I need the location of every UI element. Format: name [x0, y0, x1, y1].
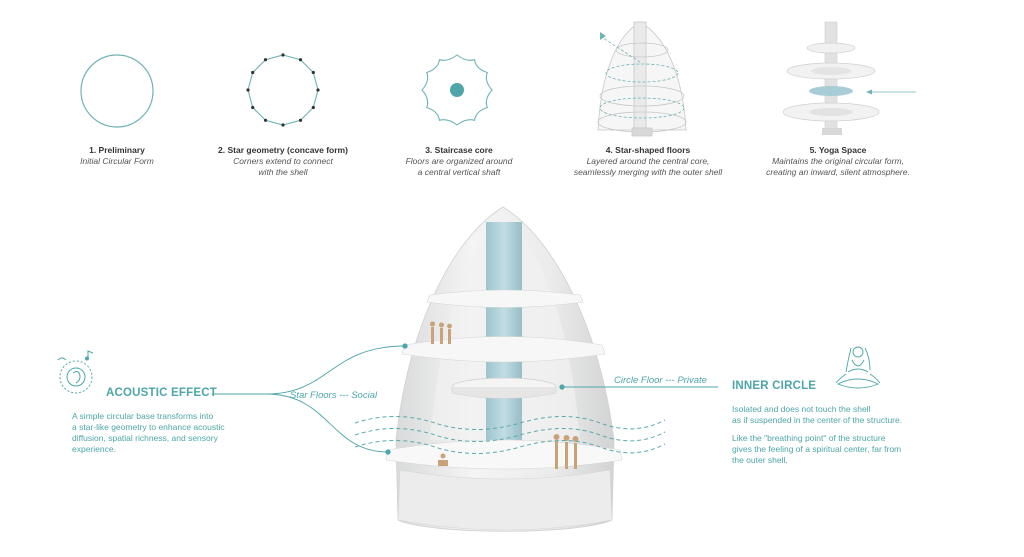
step-5-title: 5. Yoga Space: [809, 145, 867, 155]
ear-sound-icon: [57, 350, 94, 394]
step4-star-floors: [597, 21, 687, 137]
star-floor-upper: [401, 336, 606, 363]
inner-circle-title: INNER CIRCLE: [732, 380, 817, 392]
leader-lines: [212, 343, 718, 455]
step-4-desc-line-2: seamlessly merging with the outer shell: [573, 167, 723, 177]
acoustic-text-line-1: A simple circular base transforms into: [72, 411, 214, 421]
acoustic-text-line-4: experience.: [72, 444, 116, 454]
step-2-desc-line-2: with the shell: [258, 167, 308, 177]
step-4-title: 4. Star-shaped floors: [605, 145, 691, 155]
step3-star-core: [421, 54, 493, 126]
acoustic-text-line-3: diffusion, spatial richness, and sensory: [72, 433, 218, 443]
inner-circle-text-1: Isolated and does not touch the shell as…: [732, 404, 932, 426]
acoustic-text-line-2: a star-like geometry to enhance acoustic: [72, 422, 225, 432]
inner-text1-line-2: as if suspended in the center of the str…: [732, 415, 903, 425]
figures-lower: [438, 434, 579, 469]
step-4-desc-line-1: Layered around the central core,: [586, 156, 710, 166]
step-1-caption: 1. Preliminary Initial Circular Form: [57, 145, 177, 167]
step-3-desc-line-2: a central vertical shaft: [417, 167, 501, 177]
step-3-caption: 3. Staircase core Floors are organized a…: [384, 145, 534, 178]
star-floors-label: Star Floors --- Social: [290, 390, 378, 401]
step-5-desc-line-2: creating an inward, silent atmosphere.: [766, 167, 910, 177]
acoustic-effect-text: A simple circular base transforms into a…: [72, 411, 272, 455]
step-2-caption: 2. Star geometry (concave form) Corners …: [203, 145, 363, 178]
step-2-desc-line-1: Corners extend to connect: [233, 156, 333, 166]
step-3-desc-line-1: Floors are organized around: [405, 156, 513, 166]
step1-circle: [80, 54, 154, 128]
inner-text2-line-1: Like the "breathing point" of the struct…: [732, 433, 886, 443]
circle-floor-label: Circle Floor --- Private: [614, 375, 707, 386]
top-floor: [426, 289, 584, 308]
inner-text2-line-3: the outer shell.: [732, 455, 788, 465]
step-5-desc-line-1: Maintains the original circular form,: [772, 156, 904, 166]
inner-text2-line-2: gives the feeling of a spiritual center,…: [732, 444, 902, 454]
inner-text1-line-1: Isolated and does not touch the shell: [732, 404, 871, 414]
step-5-caption: 5. Yoga Space Maintains the original cir…: [748, 145, 928, 178]
step-3-title: 3. Staircase core: [425, 145, 493, 155]
meditation-figure-icon: [835, 346, 881, 389]
figures-upper: [430, 321, 452, 344]
step-2-title: 2. Star geometry (concave form): [218, 145, 348, 155]
step-4-caption: 4. Star-shaped floors Layered around the…: [553, 145, 743, 178]
acoustic-effect-title: ACOUSTIC EFFECT: [106, 387, 217, 399]
step2-star: [246, 53, 320, 127]
main-section: [212, 206, 718, 532]
step-1-desc-line-1: Initial Circular Form: [80, 156, 154, 166]
step5-yoga-space: [782, 21, 916, 135]
step-1-title: 1. Preliminary: [89, 145, 145, 155]
inner-circle-text-2: Like the "breathing point" of the struct…: [732, 433, 932, 466]
